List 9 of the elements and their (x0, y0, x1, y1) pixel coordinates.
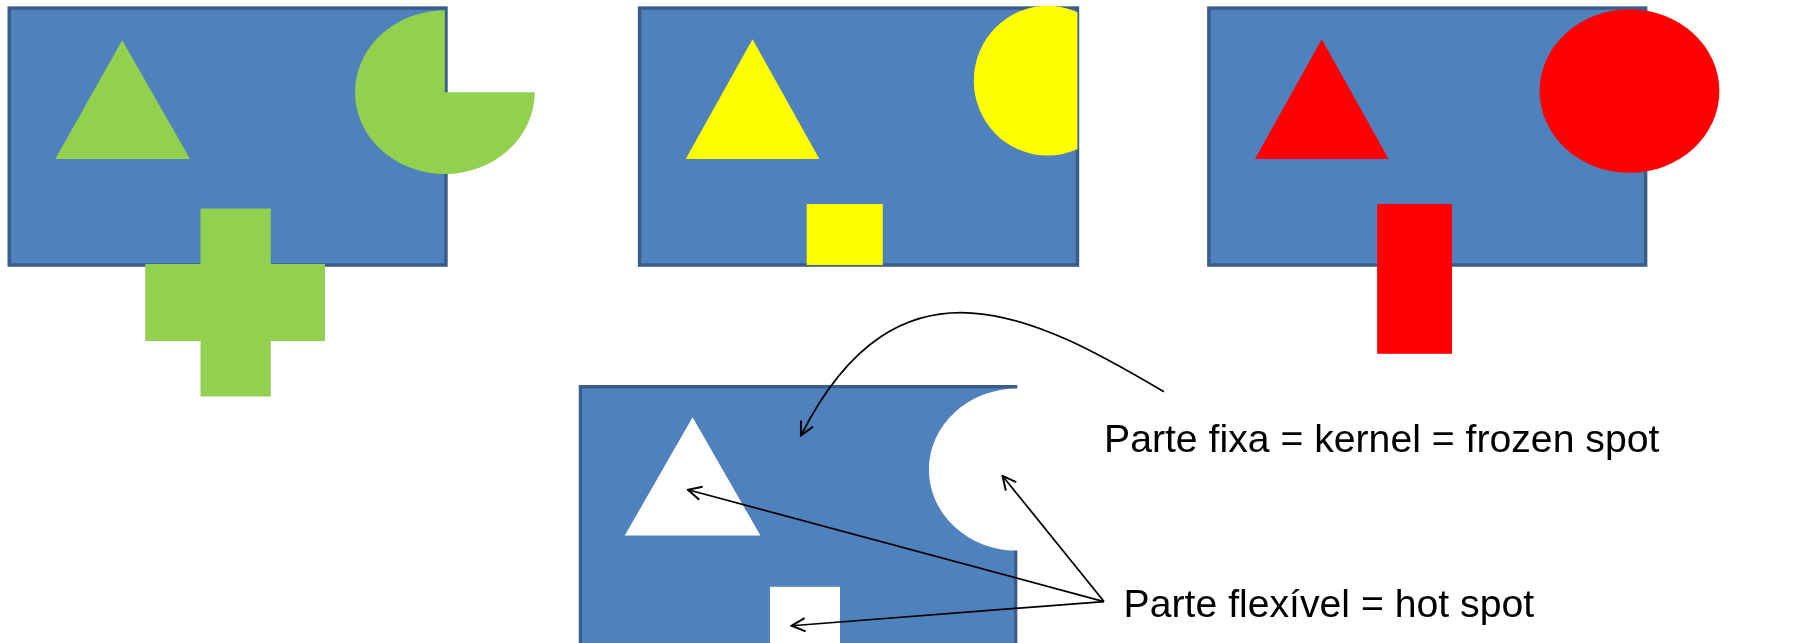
callout-text: Parte flexível = hot spot (1123, 579, 1535, 626)
hot-spot-hole (624, 417, 761, 536)
hot-spot-cutout (769, 586, 841, 643)
callout-text: Parte fixa = kernel = frozen spot (1104, 414, 1660, 461)
arrow (799, 312, 1165, 437)
arrow (790, 600, 1105, 633)
framework-frame (578, 384, 1018, 643)
arrow (1001, 474, 1105, 603)
arrow (686, 485, 1105, 603)
